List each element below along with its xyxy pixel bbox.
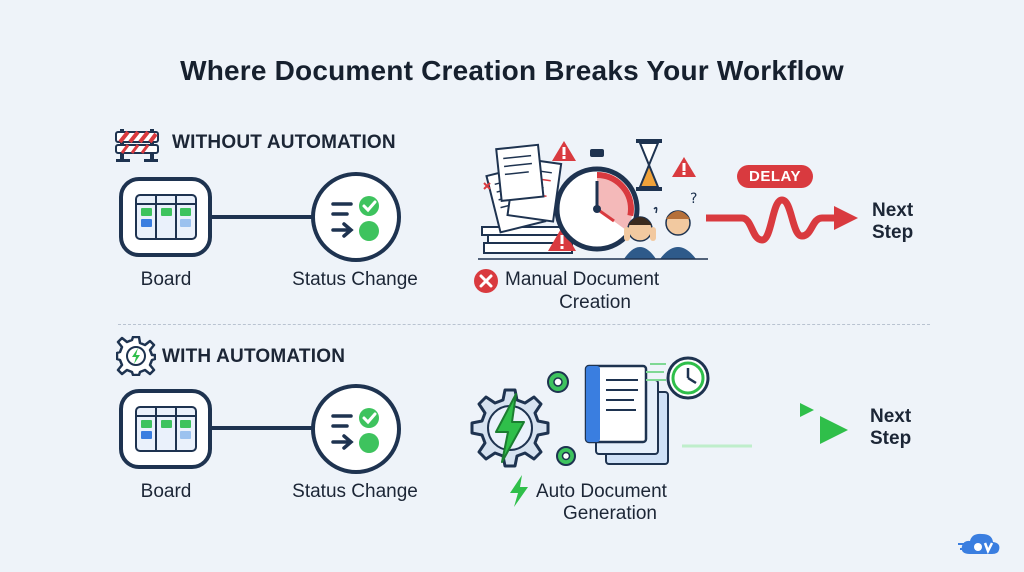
delay-badge: DELAY (737, 165, 813, 188)
solution-label-line2: Generation (562, 503, 657, 524)
hourglass-icon (636, 139, 662, 191)
lightning-gear-icon (470, 388, 550, 468)
paper-pile-icon (481, 143, 573, 254)
error-x-icon (474, 269, 498, 293)
manual-chaos-illustration: ? (478, 139, 708, 260)
stressed-people-icon: ? (624, 191, 697, 259)
documents-stack-icon (584, 364, 669, 465)
status-change-icon (331, 196, 379, 241)
page-title: Where Document Creation Breaks Your Work… (180, 55, 844, 86)
svg-text:?: ? (690, 191, 697, 207)
board-icon (135, 194, 197, 240)
warning-icon (548, 227, 576, 251)
brand-logo (958, 533, 1000, 555)
auto-generation-illustration (470, 356, 710, 468)
with-automation-heading: WITH AUTOMATION (162, 346, 346, 367)
status-change-label: Status Change (292, 269, 418, 290)
roadblock-icon (115, 129, 159, 162)
solution-label-line1: Auto Document (536, 481, 667, 502)
next-step-top-line1: Next (872, 200, 914, 221)
lightning-icon (510, 475, 528, 507)
status-change-node-automated (311, 384, 401, 474)
board-node-automated (119, 389, 212, 469)
without-automation-heading: WITHOUT AUTOMATION (172, 132, 396, 153)
speed-arrow-icon (672, 403, 848, 448)
problem-label-line2: Creation (559, 292, 631, 313)
automation-gear-icon (116, 336, 156, 376)
next-step-bottom-line1: Next (870, 406, 912, 427)
status-change-node (311, 172, 401, 262)
section-divider (118, 324, 930, 325)
clock-icon (666, 356, 710, 400)
problem-label-line1: Manual Document (505, 269, 660, 290)
status-change-icon (331, 408, 379, 453)
next-step-bottom-line2: Step (870, 428, 912, 449)
next-step-top-line2: Step (872, 222, 914, 243)
wavy-arrow-icon (706, 196, 858, 244)
status-change-label-automated: Status Change (292, 481, 418, 502)
board-node (119, 177, 212, 257)
board-label: Board (140, 269, 192, 290)
board-label-automated: Board (140, 481, 192, 502)
board-icon (135, 406, 197, 452)
stopwatch-icon (554, 149, 640, 252)
